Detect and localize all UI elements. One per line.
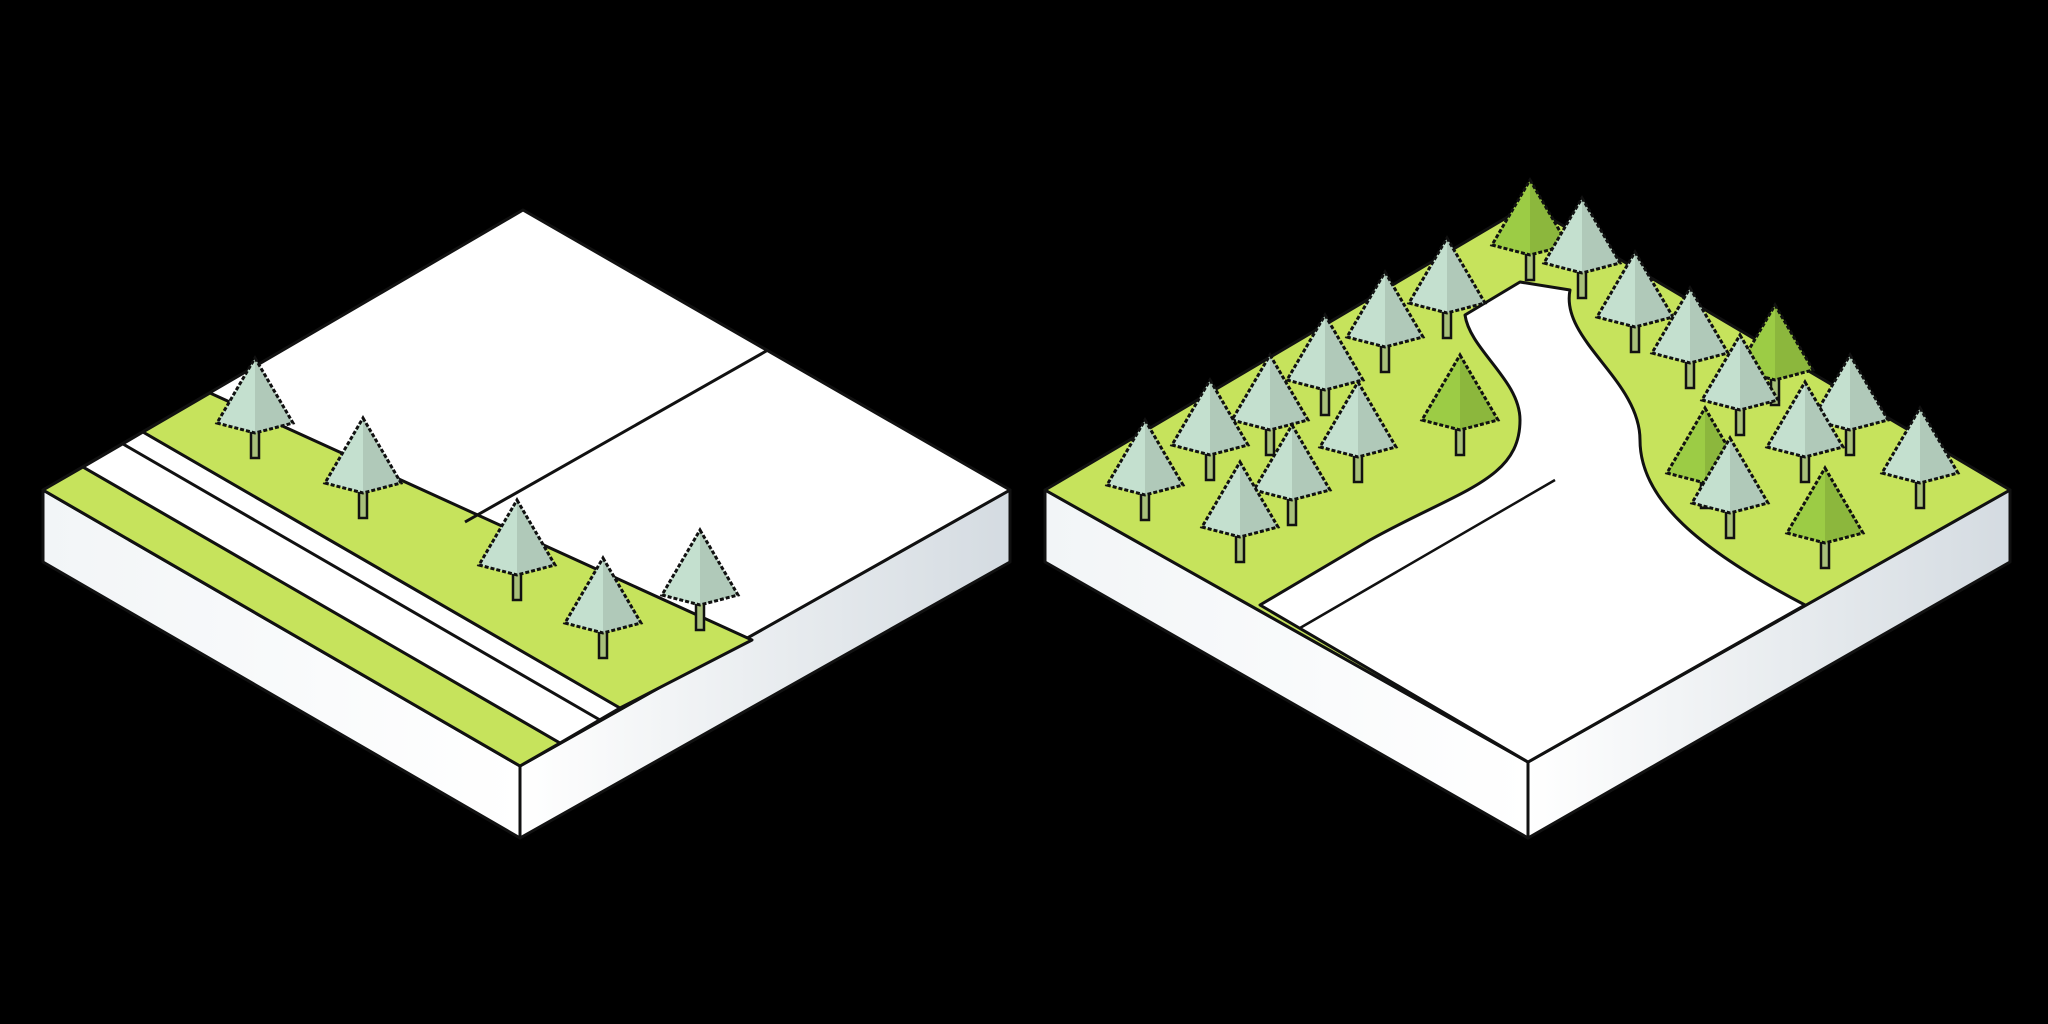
- lot-edge: [209, 392, 753, 641]
- tree-icon: [1689, 435, 1771, 540]
- right-trees: [1104, 177, 1961, 570]
- tree-icon: [1229, 352, 1311, 457]
- tree-icon: [322, 415, 404, 520]
- tree-icon: [1344, 269, 1426, 374]
- tree-icon: [476, 497, 558, 602]
- tree-icon: [1489, 177, 1571, 282]
- tree-icon: [1284, 312, 1366, 417]
- tree-icon: [1784, 465, 1866, 570]
- tree-icon: [1169, 377, 1251, 482]
- lot-divider: [464, 348, 769, 524]
- tree-icon: [1649, 285, 1731, 390]
- tree-icon: [1199, 459, 1281, 564]
- tree-icon: [1594, 249, 1676, 354]
- tree-icon: [1406, 235, 1488, 340]
- path-edge: [1299, 478, 1556, 630]
- tree-icon: [1251, 422, 1333, 527]
- left-tile: [41, 208, 1012, 840]
- curved-path: [1258, 280, 1807, 764]
- road-lane-line: [122, 442, 601, 722]
- tree-icon: [1879, 405, 1961, 510]
- tree-icon: [1419, 352, 1501, 457]
- tree-icon: [1104, 417, 1186, 522]
- tree-icon: [1541, 195, 1623, 300]
- tree-icon: [659, 527, 741, 632]
- left-trees: [214, 355, 741, 660]
- tree-icon: [1764, 379, 1846, 484]
- tree-icon: [562, 555, 644, 660]
- right-tile: [1043, 203, 2012, 840]
- tree-icon: [1809, 352, 1891, 457]
- tree-icon: [214, 355, 296, 460]
- tree-icon: [1699, 332, 1781, 437]
- tree-icon: [1317, 379, 1399, 484]
